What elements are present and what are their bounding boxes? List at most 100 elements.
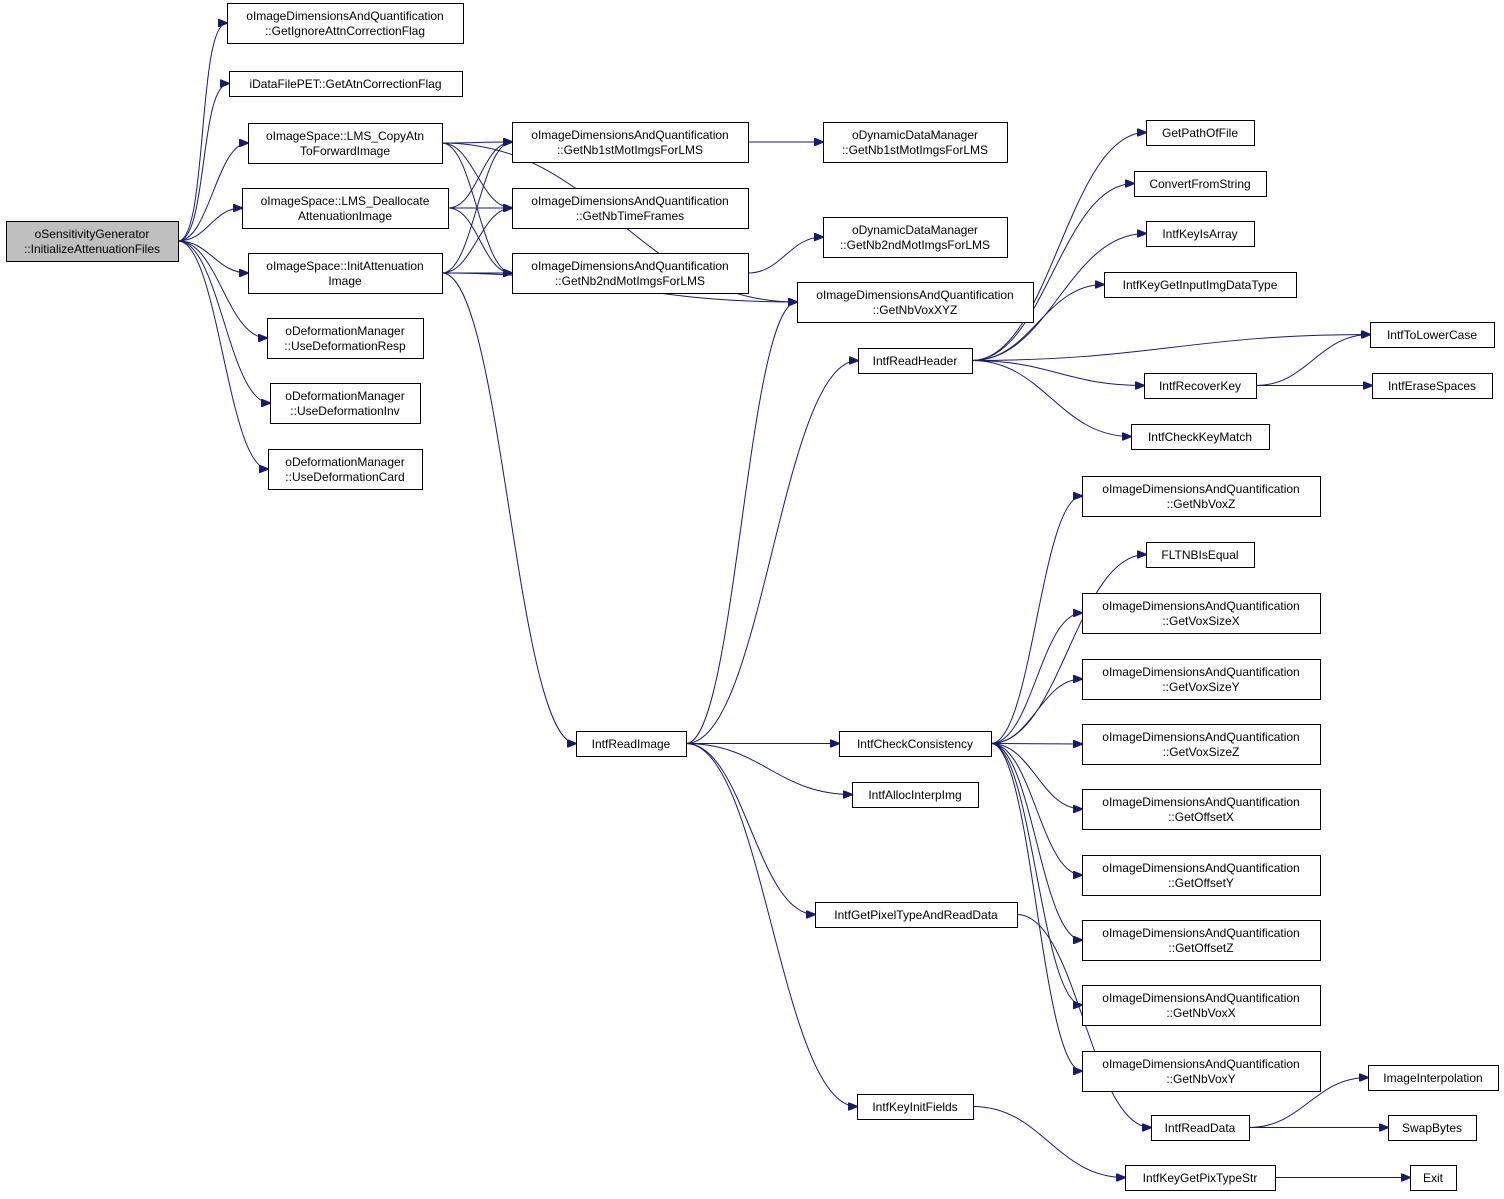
- node-imgInterp[interactable]: ImageInterpolation: [1368, 1065, 1499, 1091]
- node-label-line: IntfKeyIsArray: [1162, 227, 1237, 241]
- node-label-line: ::GetVoxSizeZ: [1163, 745, 1240, 759]
- node-label-line: oDynamicDataManager: [852, 128, 978, 142]
- node-box: [1104, 272, 1297, 298]
- node-ignoreFlag[interactable]: oImageDimensionsAndQuantification::GetIg…: [227, 3, 464, 44]
- node-box: [1146, 542, 1255, 568]
- node-readImage[interactable]: IntfReadImage: [576, 731, 687, 757]
- node-box: [1082, 476, 1321, 517]
- node-defInv[interactable]: oDeformationManager::UseDeformationInv: [270, 383, 421, 424]
- node-offY[interactable]: oImageDimensionsAndQuantification::GetOf…: [1082, 855, 1321, 896]
- node-voxSizeZ[interactable]: oImageDimensionsAndQuantification::GetVo…: [1082, 724, 1321, 765]
- node-eraseSpaces[interactable]: IntfEraseSpaces: [1372, 373, 1493, 399]
- edge-root-to-copyAtn: [177, 143, 248, 242]
- node-label-line: ToForwardImage: [300, 144, 390, 158]
- edge-readImage-to-allocInterp: [685, 743, 852, 795]
- node-label-line: ::GetNb1stMotImgsForLMS: [557, 143, 703, 157]
- edge-root-to-ignoreFlag: [177, 23, 227, 242]
- node-box: [1146, 221, 1255, 247]
- node-nbVoxZ[interactable]: oImageDimensionsAndQuantification::GetNb…: [1082, 476, 1321, 517]
- node-box: [1146, 120, 1255, 146]
- node-nbTime[interactable]: oImageDimensionsAndQuantification::GetNb…: [512, 188, 749, 229]
- node-label-line: IntfKeyGetInputImgDataType: [1123, 278, 1278, 292]
- node-label-line: oImageDimensionsAndQuantification: [1102, 1057, 1299, 1071]
- node-label-line: ::GetOffsetZ: [1168, 941, 1233, 955]
- node-box: [1144, 373, 1257, 399]
- node-defResp[interactable]: oDeformationManager::UseDeformationResp: [267, 318, 424, 359]
- node-label-line: ::GetOffsetY: [1168, 876, 1234, 890]
- node-box: [248, 123, 443, 164]
- node-dealloc[interactable]: oImageSpace::LMS_DeallocateAttenuationIm…: [242, 188, 449, 229]
- edge-checkCons-to-nbVoxX: [990, 743, 1082, 1006]
- node-label-line: IntfRecoverKey: [1159, 379, 1241, 393]
- node-dyn1st[interactable]: oDynamicDataManager::GetNb1stMotImgsForL…: [823, 122, 1008, 163]
- node-box: [1125, 1165, 1276, 1191]
- node-readHeader[interactable]: IntfReadHeader: [858, 348, 973, 374]
- node-voxSizeX[interactable]: oImageDimensionsAndQuantification::GetVo…: [1082, 593, 1321, 634]
- node-box: [1134, 171, 1267, 197]
- node-exit[interactable]: Exit: [1410, 1165, 1457, 1191]
- node-box: [267, 318, 424, 359]
- node-fltnb[interactable]: FLTNBIsEqual: [1146, 542, 1255, 568]
- node-label-line: ::GetNbVoxXYZ: [873, 303, 958, 317]
- node-voxXYZ[interactable]: oImageDimensionsAndQuantification::GetNb…: [797, 282, 1034, 323]
- node-convFrom[interactable]: ConvertFromString: [1134, 171, 1267, 197]
- edge-nb2nd-to-dyn2nd: [747, 237, 823, 274]
- node-offX[interactable]: oImageDimensionsAndQuantification::GetOf…: [1082, 789, 1321, 830]
- edge-recoverKey-to-toLower: [1255, 335, 1370, 386]
- node-box: [268, 449, 423, 490]
- node-box: [270, 383, 421, 424]
- node-defCard[interactable]: oDeformationManager::UseDeformationCard: [268, 449, 423, 490]
- edge-root-to-defCard: [177, 240, 268, 469]
- node-box: [1082, 855, 1321, 896]
- node-nb1st[interactable]: oImageDimensionsAndQuantification::GetNb…: [512, 122, 749, 163]
- node-box: [512, 253, 749, 294]
- node-readData[interactable]: IntfReadData: [1151, 1115, 1250, 1141]
- node-keyInputType[interactable]: IntfKeyGetInputImgDataType: [1104, 272, 1297, 298]
- node-checkCons[interactable]: IntfCheckConsistency: [839, 731, 992, 757]
- node-label-line: oImageDimensionsAndQuantification: [1102, 482, 1299, 496]
- node-label-line: Exit: [1423, 1171, 1444, 1185]
- node-dyn2nd[interactable]: oDynamicDataManager::GetNb2ndMotImgsForL…: [823, 217, 1008, 258]
- edge-dealloc-to-nb2nd: [447, 207, 512, 273]
- node-box: [512, 188, 749, 229]
- node-nbVoxY[interactable]: oImageDimensionsAndQuantification::GetNb…: [1082, 1051, 1321, 1092]
- node-label-line: IntfCheckKeyMatch: [1148, 430, 1252, 444]
- node-box: [1151, 1115, 1250, 1141]
- node-swapBytes[interactable]: SwapBytes: [1388, 1115, 1477, 1141]
- node-box: [823, 217, 1008, 258]
- node-nb2nd[interactable]: oImageDimensionsAndQuantification::GetNb…: [512, 253, 749, 294]
- edge-readHeader-to-convFrom: [971, 184, 1134, 361]
- node-nbVoxX[interactable]: oImageDimensionsAndQuantification::GetNb…: [1082, 985, 1321, 1026]
- node-keyIsArray[interactable]: IntfKeyIsArray: [1146, 221, 1255, 247]
- node-label-line: SwapBytes: [1402, 1121, 1462, 1135]
- node-toLower[interactable]: IntfToLowerCase: [1370, 322, 1495, 348]
- edge-checkCons-to-offZ: [990, 743, 1082, 941]
- node-pixelType[interactable]: IntfGetPixelTypeAndReadData: [815, 902, 1018, 928]
- node-atnFlag[interactable]: iDataFilePET::GetAtnCorrectionFlag: [229, 71, 463, 97]
- node-label-line: oDynamicDataManager: [852, 223, 978, 237]
- node-allocInterp[interactable]: IntfAllocInterpImg: [852, 782, 979, 808]
- edge-readHeader-to-pathOfFile: [971, 133, 1146, 361]
- node-label-line: oImageDimensionsAndQuantification: [1102, 599, 1299, 613]
- node-label-line: ::UseDeformationCard: [285, 470, 404, 484]
- node-offZ[interactable]: oImageDimensionsAndQuantification::GetOf…: [1082, 920, 1321, 961]
- node-root[interactable]: oSensitivityGenerator::InitializeAttenua…: [6, 221, 179, 262]
- node-box: [1082, 659, 1321, 700]
- node-label-line: IntfAllocInterpImg: [868, 788, 961, 802]
- node-recoverKey[interactable]: IntfRecoverKey: [1144, 373, 1257, 399]
- node-box: [1082, 789, 1321, 830]
- node-pixTypeStr[interactable]: IntfKeyGetPixTypeStr: [1125, 1165, 1276, 1191]
- node-label-line: oImageDimensionsAndQuantification: [531, 259, 728, 273]
- node-box: [852, 782, 979, 808]
- node-pathOfFile[interactable]: GetPathOfFile: [1146, 120, 1255, 146]
- node-label-line: FLTNBIsEqual: [1161, 548, 1238, 562]
- node-box: [839, 731, 992, 757]
- edge-keyInit-to-pixTypeStr: [972, 1106, 1125, 1178]
- node-keyInit[interactable]: IntfKeyInitFields: [857, 1094, 974, 1120]
- node-box: [227, 3, 464, 44]
- node-checkKeyMatch[interactable]: IntfCheckKeyMatch: [1131, 424, 1270, 450]
- node-box: [512, 122, 749, 163]
- node-voxSizeY[interactable]: oImageDimensionsAndQuantification::GetVo…: [1082, 659, 1321, 700]
